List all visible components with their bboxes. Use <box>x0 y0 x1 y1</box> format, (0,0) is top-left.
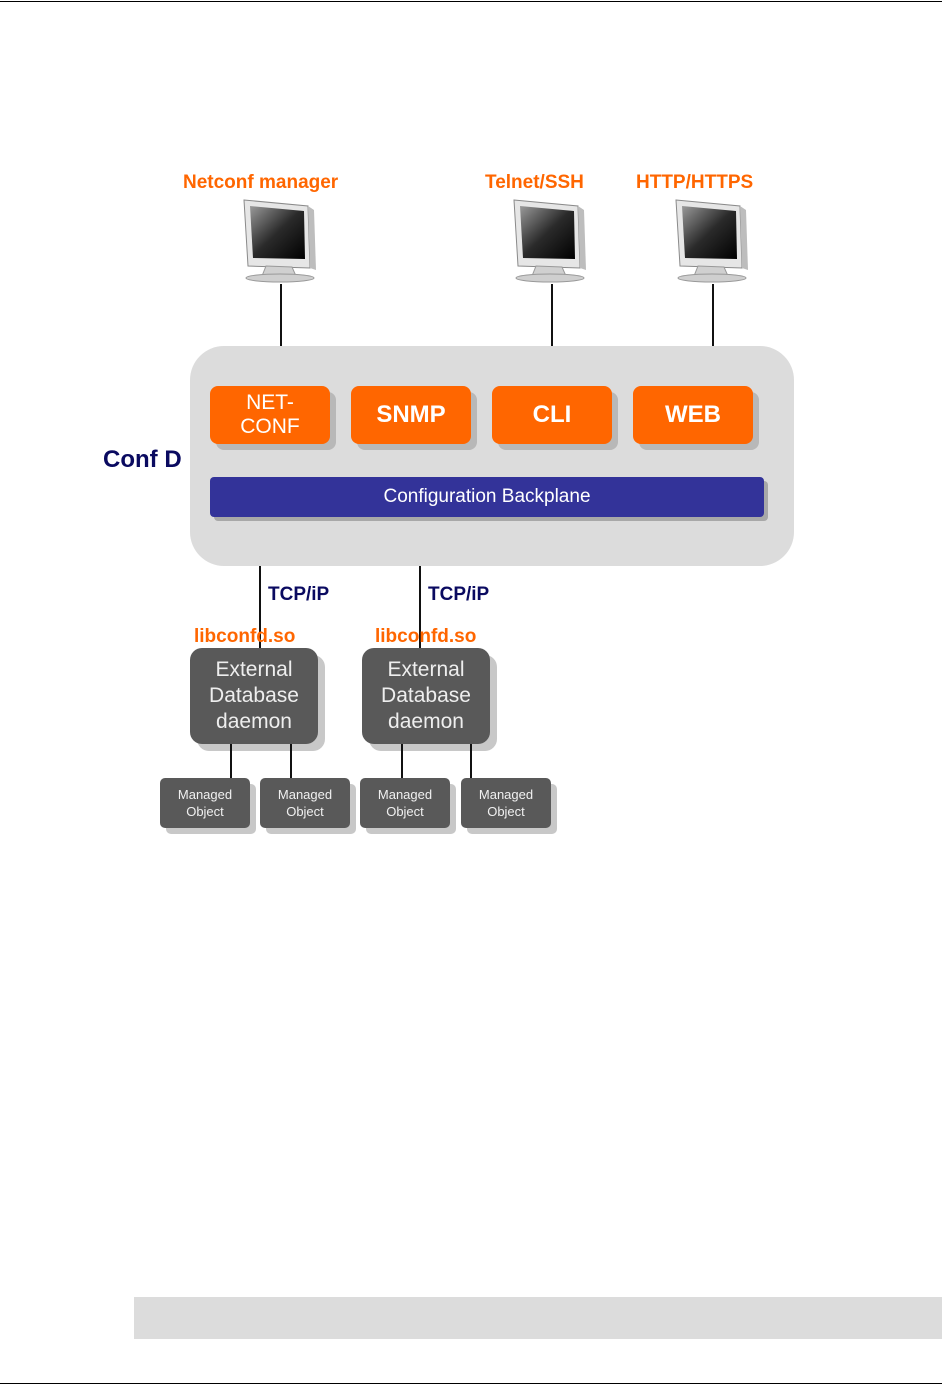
daemon-line3: daemon <box>388 710 464 733</box>
daemon-line2: Database <box>209 684 299 707</box>
external-database-daemon: External Database daemon <box>362 648 490 744</box>
libconfd-label: libconfd.so <box>194 626 296 647</box>
object-link-line <box>470 744 472 778</box>
netconf-line1: NET- <box>246 391 294 414</box>
managed-object-line1: Managed <box>478 787 534 802</box>
http-https-label: HTTP/HTTPS <box>636 172 754 193</box>
top-rule <box>0 1 942 2</box>
daemon-line1: External <box>215 658 293 681</box>
snmp-box: SNMP <box>351 386 471 444</box>
tcpip-label: TCP/iP <box>428 584 490 605</box>
connector-line <box>712 284 714 346</box>
daemon-line3: daemon <box>216 710 292 733</box>
monitor-icon <box>243 199 316 283</box>
tcpip-link-line <box>259 566 261 648</box>
gray-footer-bar <box>134 1297 942 1339</box>
managed-object-line1: Managed <box>277 787 333 802</box>
object-link-line <box>290 744 292 778</box>
confd-label: Conf D <box>103 446 182 473</box>
managed-object-line2: Object <box>487 804 525 819</box>
daemon-line2: Database <box>381 684 471 707</box>
connector-line <box>280 284 282 346</box>
object-link-line <box>401 744 403 778</box>
managed-object-line2: Object <box>386 804 424 819</box>
netconf-box: NET- CONF <box>210 386 330 444</box>
tcpip-link-line <box>419 566 421 648</box>
external-database-daemon: External Database daemon <box>190 648 318 744</box>
object-link-line <box>230 744 232 778</box>
connector-line <box>551 284 553 346</box>
confd-panel <box>190 346 794 566</box>
managed-object-line2: Object <box>186 804 224 819</box>
netconf-manager-label: Netconf manager <box>183 172 339 193</box>
libconfd-label: libconfd.so <box>375 626 477 647</box>
web-box: WEB <box>633 386 753 444</box>
configuration-backplane: Configuration Backplane <box>210 477 764 517</box>
managed-object-line1: Managed <box>377 787 433 802</box>
telnet-ssh-label: Telnet/SSH <box>485 172 584 193</box>
managed-object-line2: Object <box>286 804 324 819</box>
cli-box: CLI <box>492 386 612 444</box>
monitor-icon <box>675 199 748 283</box>
managed-object-line1: Managed <box>177 787 233 802</box>
netconf-line2: CONF <box>240 415 300 438</box>
monitor-icon <box>513 199 586 283</box>
daemon-line1: External <box>387 658 465 681</box>
tcpip-label: TCP/iP <box>268 584 330 605</box>
